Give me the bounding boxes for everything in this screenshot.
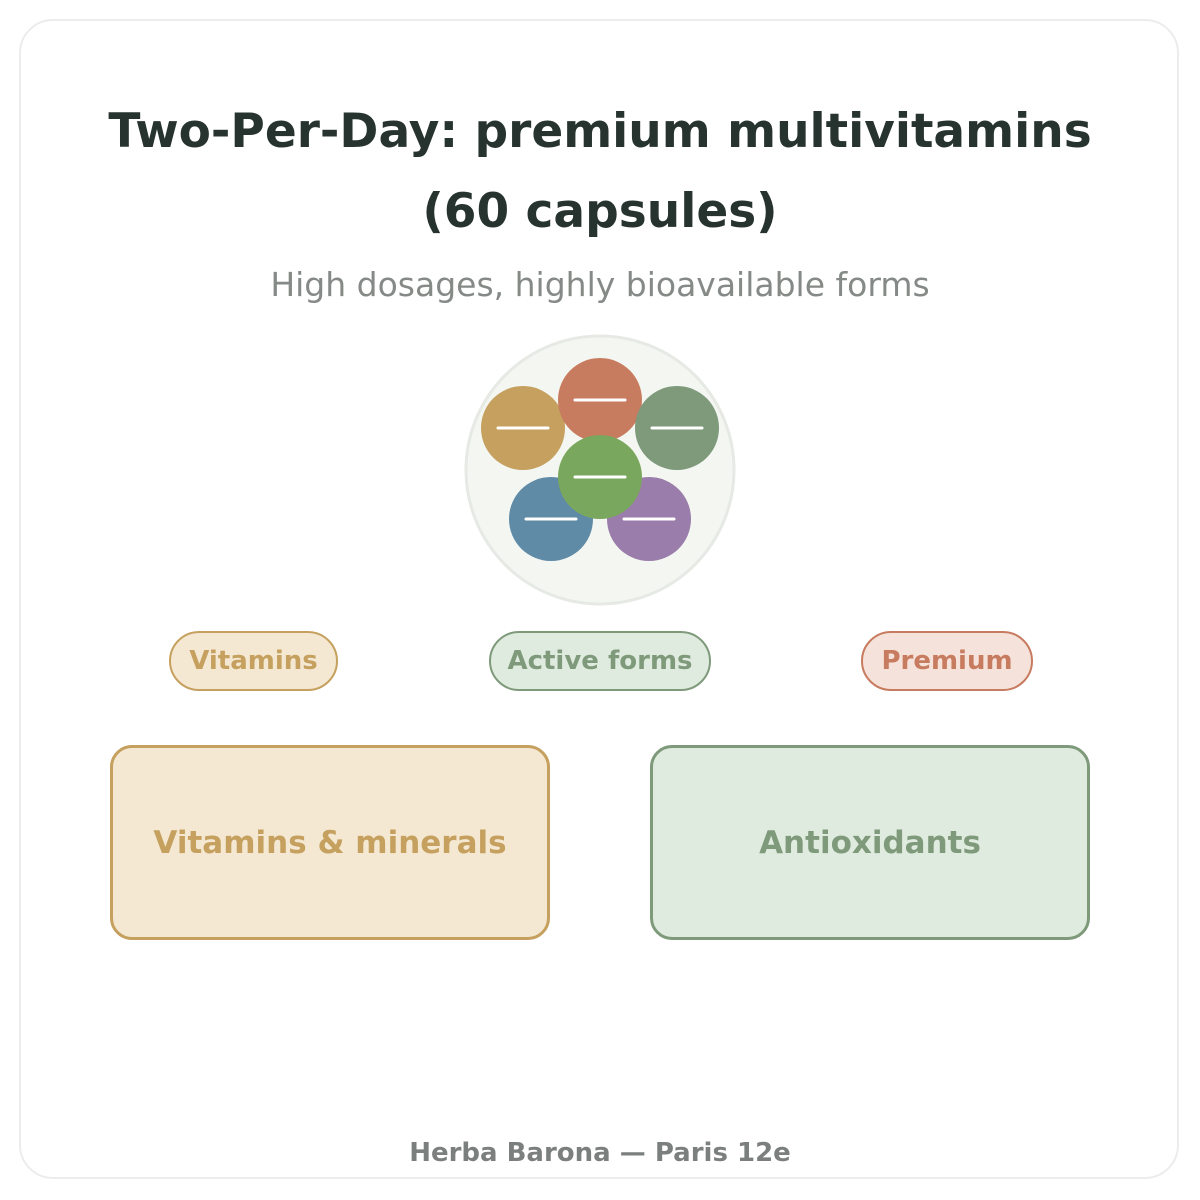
capsule-cluster-icon — [464, 334, 736, 606]
tag-vitamins: Vitamins — [169, 631, 338, 691]
tag-active-forms-label: Active forms — [507, 646, 693, 676]
page-subtitle: High dosages, highly bioavailable forms — [270, 265, 930, 304]
footer-text: Herba Barona — Paris 12e — [409, 1138, 791, 1168]
capsule-terracotta — [558, 358, 642, 442]
tag-active-forms: Active forms — [489, 631, 711, 691]
tag-premium: Premium — [861, 631, 1033, 691]
page-title: Two-Per-Day: premium multivitamins (60 c… — [108, 104, 1092, 239]
box-antioxidants: Antioxidants — [650, 745, 1090, 940]
capsule-gold — [481, 386, 565, 470]
capsule-sage — [635, 386, 719, 470]
box-vitamins-minerals-label: Vitamins & minerals — [153, 824, 507, 861]
capsule-green — [558, 435, 642, 519]
box-antioxidants-label: Antioxidants — [759, 824, 981, 861]
box-vitamins-minerals: Vitamins & minerals — [110, 745, 550, 940]
tag-premium-label: Premium — [881, 646, 1013, 676]
tag-vitamins-label: Vitamins — [189, 646, 318, 676]
